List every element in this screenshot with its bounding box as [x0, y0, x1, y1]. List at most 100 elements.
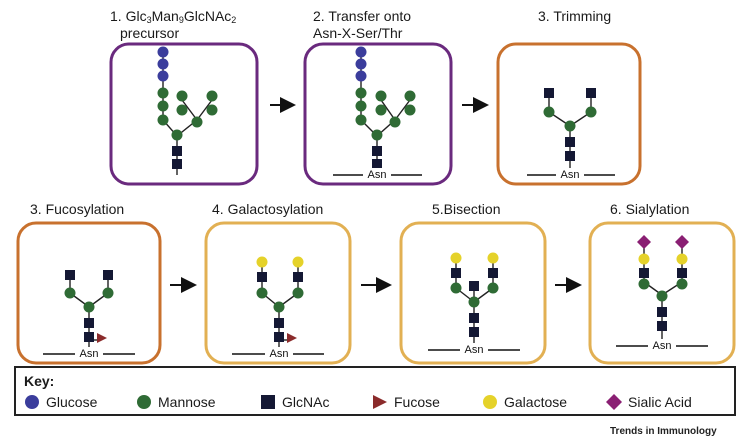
mannose-icon: [355, 114, 367, 126]
glcnac-icon: [261, 395, 275, 409]
mannose-icon: [292, 287, 304, 299]
glcnac-icon: [544, 88, 554, 98]
mannose-icon: [157, 87, 169, 99]
galactose-icon: [483, 395, 497, 409]
mannose-icon: [171, 129, 183, 141]
asn-label-step-2: Asn: [368, 169, 387, 181]
step-2-title-line2: Asn-X-Ser/Thr: [313, 25, 403, 41]
step-1-glycan: [157, 46, 218, 175]
step-7-title: 6. Sialylation: [610, 201, 690, 217]
glcnac-icon: [565, 151, 575, 161]
legend-label-galactose: Galactose: [504, 394, 568, 410]
glcnac-icon: [293, 272, 303, 282]
glucose-icon: [157, 58, 169, 70]
glcnac-icon: [103, 270, 113, 280]
mannose-icon: [404, 90, 416, 102]
galactose-icon: [292, 256, 304, 268]
glcnac-icon: [372, 146, 382, 156]
legend-item-fucose: Fucose: [372, 392, 440, 412]
glcnac-icon: [451, 268, 461, 278]
glcnac-icon: [657, 307, 667, 317]
step-1-title-line1: 1. Glc3Man9GlcNAc2: [110, 8, 237, 25]
glcnac-icon: [469, 281, 479, 291]
glcnac-icon: [84, 332, 94, 342]
galactose-icon: [676, 253, 688, 265]
legend-title: Key:: [24, 373, 55, 389]
mannose-icon: [564, 120, 576, 132]
mannose-icon: [191, 116, 203, 128]
step-1-title-line2: precursor: [120, 25, 180, 41]
step-2-glycan: [333, 46, 422, 176]
legend-label-glucose: Glucose: [46, 394, 98, 410]
mannose-icon: [137, 395, 151, 409]
glcnac-icon: [257, 272, 267, 282]
step-5-glycan: [232, 256, 324, 355]
legend-item-glucose: Glucose: [24, 392, 97, 412]
step-4-glycan: [43, 270, 135, 355]
glcnac-icon: [657, 321, 667, 331]
step-4-frame: [16, 221, 162, 365]
glucose-icon: [157, 46, 169, 58]
mannose-icon: [206, 104, 218, 116]
mannose-icon: [206, 90, 218, 102]
glcnac-icon: [84, 318, 94, 328]
legend-item-sialic-acid: Sialic Acid: [606, 392, 692, 412]
glcnac-icon: [65, 270, 75, 280]
galactose-icon: [487, 252, 499, 264]
mannose-icon: [585, 106, 597, 118]
legend-item-mannose: Mannose: [136, 392, 216, 412]
step-1-title: 1. Glc3Man9GlcNAc2 precursor: [110, 8, 236, 42]
step-2-title-line1: 2. Transfer onto: [313, 8, 412, 24]
step-6-frame: [399, 221, 547, 365]
legend-label-mannose: Mannose: [158, 394, 216, 410]
mannose-icon: [468, 296, 480, 308]
glcnac-icon: [274, 332, 284, 342]
mannose-icon: [371, 129, 383, 141]
glcnac-icon: [372, 159, 382, 169]
asn-label-step-3: Asn: [561, 169, 580, 181]
glucose-icon: [355, 70, 367, 82]
mannose-icon: [638, 278, 650, 290]
glcnac-icon: [488, 268, 498, 278]
sialic-acid-icon: [675, 235, 689, 249]
step-3-frame: [496, 42, 642, 186]
fucose-icon: [287, 333, 297, 343]
mannose-icon: [450, 282, 462, 294]
legend-label-glcnac: GlcNAc: [282, 394, 330, 410]
glcnac-icon: [565, 137, 575, 147]
fucose-icon: [97, 333, 107, 343]
mannose-icon: [355, 100, 367, 112]
glcnac-icon: [586, 88, 596, 98]
journal-name: Trends in Immunology: [610, 426, 717, 437]
galactose-icon: [450, 252, 462, 264]
mannose-icon: [375, 90, 387, 102]
legend-label-fucose: Fucose: [394, 394, 440, 410]
mannose-icon: [256, 287, 268, 299]
mannose-icon: [676, 278, 688, 290]
glcnac-icon: [274, 318, 284, 328]
sialic-acid-icon: [606, 394, 622, 410]
asn-label-step-7: Asn: [653, 340, 672, 352]
galactose-icon: [638, 253, 650, 265]
asn-label-step-4: Asn: [80, 348, 99, 360]
legend: Key: Glucose Mannose GlcNAc Fucose Galac…: [14, 366, 736, 416]
asn-label-step-5: Asn: [270, 348, 289, 360]
step-4-title: 3. Fucosylation: [30, 201, 125, 217]
mannose-icon: [375, 104, 387, 116]
glucose-icon: [355, 46, 367, 58]
mannose-icon: [176, 90, 188, 102]
mannose-icon: [355, 87, 367, 99]
step-6-title: 5.Bisection: [432, 201, 501, 217]
glcnac-icon: [639, 268, 649, 278]
mannose-icon: [543, 106, 555, 118]
step-5-title: 4. Galactosylation: [212, 201, 324, 217]
step-2-title: 2. Transfer onto Asn-X-Ser/Thr: [313, 8, 411, 42]
glucose-icon: [25, 395, 39, 409]
legend-item-galactose: Galactose: [482, 392, 567, 412]
fucose-icon: [373, 395, 387, 409]
mannose-icon: [487, 282, 499, 294]
galactose-icon: [256, 256, 268, 268]
glcnac-icon: [172, 146, 182, 156]
